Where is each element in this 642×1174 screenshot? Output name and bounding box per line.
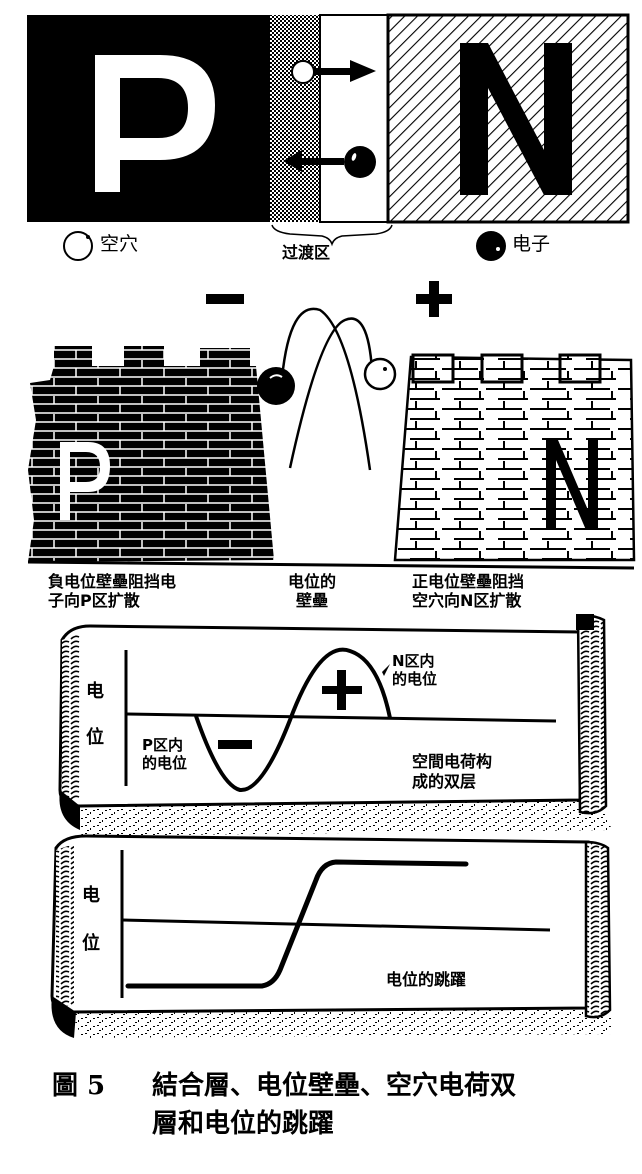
space-charge-note: 空間电荷构 成的双层 [412, 752, 493, 791]
scroll-double-layer [58, 614, 612, 836]
potential-wall-diagram [27, 281, 636, 570]
figure-number: 圖 5 [52, 1071, 106, 1101]
scroll1-ylabel-top: 电 [86, 681, 104, 702]
legend-transition-label: 过渡区 [282, 243, 331, 262]
figure-caption-line2: 層和电位的跳躍 [152, 1109, 335, 1139]
legend-hole-label: 空穴 [100, 233, 139, 255]
scroll2-ylabel-top: 电 [82, 885, 100, 906]
legend-electron-label: 电子 [512, 233, 551, 255]
middle-wall-caption: 电位的 壁壘 [288, 572, 337, 610]
left-wall-caption: 負电位壁壘阻挡电 子向P区扩散 [48, 572, 177, 610]
potential-jump-note: 电位的跳躍 [386, 970, 467, 989]
scroll-potential-jump [50, 834, 612, 1038]
right-wall-caption: 正电位壁壘阻挡 空穴向N区扩散 [412, 572, 525, 610]
figure-caption-line1: 結合層、电位壁壘、空穴电荷双 [152, 1071, 517, 1101]
pn-block-diagram [27, 13, 630, 261]
scroll2-ylabel-bottom: 位 [82, 933, 100, 954]
n-region-potential-label: N区内 的电位 [392, 652, 438, 688]
p-region-potential-label: P区内 的电位 [142, 736, 188, 772]
scroll1-ylabel-bottom: 位 [86, 727, 104, 748]
